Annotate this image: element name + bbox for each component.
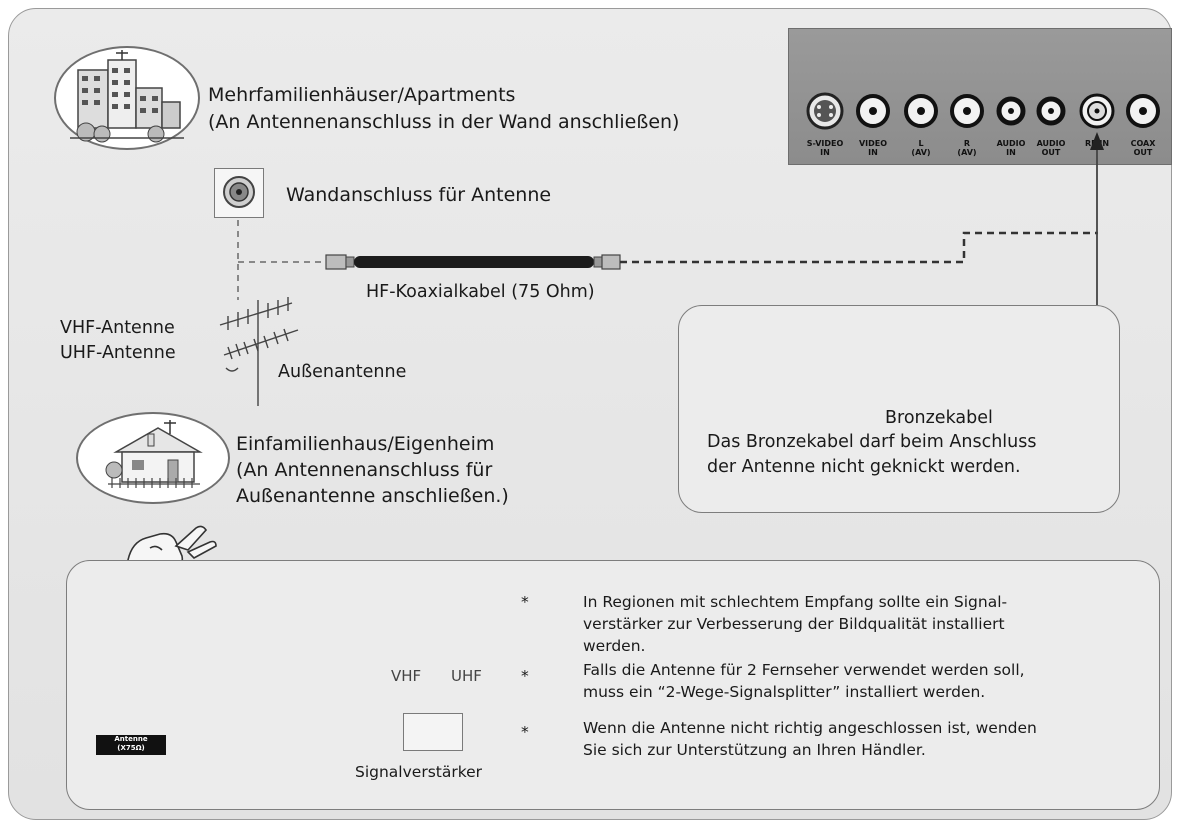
- coax-cable: [325, 254, 621, 270]
- uhf-label: UHF: [451, 667, 482, 685]
- house-icon: [105, 420, 203, 488]
- house-illustration: [76, 412, 230, 504]
- note-3-line1: Wenn die Antenne nicht richtig angeschlo…: [583, 719, 1037, 737]
- note-3-line2: Sie sich zur Unterstützung an Ihren Händ…: [583, 741, 926, 759]
- apartment-illustration: [54, 46, 200, 150]
- jack-label: S-VIDEO IN: [806, 139, 844, 157]
- antenna-tag-line1: Antenne: [114, 735, 148, 743]
- house-note-line2: Außenantenne anschließen.): [236, 485, 509, 507]
- jack-label: L (AV): [911, 139, 931, 157]
- apartment-title: Mehrfamilienhäuser/Apartments: [208, 84, 516, 106]
- note-bullet: *: [521, 723, 529, 741]
- note-1-line2: verstärker zur Verbesserung der Bildqual…: [583, 615, 1005, 633]
- note-bullet: *: [521, 667, 529, 685]
- audio-jack-icon: [996, 96, 1026, 126]
- note-2-line1: Falls die Antenne für 2 Fernseher verwen…: [583, 661, 1025, 679]
- outdoor-antenna-icon: [219, 297, 299, 406]
- s-video-jack-icon: [806, 92, 844, 130]
- tv-back-panel: S-VIDEO IN VIDEO IN L (AV) R (AV): [788, 28, 1172, 165]
- antenna-tag: Antenne (X75Ω): [96, 735, 166, 755]
- jack-label: VIDEO IN: [858, 139, 888, 157]
- wall-outlet: [214, 168, 264, 218]
- note-1-line1: In Regionen mit schlechtem Empfang sollt…: [583, 593, 1008, 611]
- rca-jack-icon: [950, 94, 984, 128]
- jack-label: COAX OUT: [1130, 139, 1156, 157]
- jack-label: AUDIO IN: [996, 139, 1026, 157]
- apartment-building-icon: [70, 50, 184, 143]
- bronze-cable-note-line2: der Antenne nicht geknickt werden.: [707, 457, 1021, 477]
- vhf-antenna-label: VHF-Antenne: [60, 318, 175, 338]
- rf-jack-icon: [1079, 93, 1115, 129]
- jack-label: RF IN: [1084, 139, 1110, 148]
- vhf-label: VHF: [391, 667, 422, 685]
- apartment-note: (An Antennenanschluss in der Wand anschl…: [208, 111, 680, 133]
- coax-cable-label: HF-Koaxialkabel (75 Ohm): [366, 282, 595, 302]
- jack-audio-in: AUDIO IN: [983, 91, 1039, 157]
- antenna-tag-line2: (X75Ω): [117, 744, 145, 752]
- uhf-antenna-label: UHF-Antenne: [60, 343, 176, 363]
- tips-box: VHF UHF Signalverstärker * In Regionen m…: [66, 560, 1160, 810]
- bronze-cable-box: Bronzekabel Das Bronzekabel darf beim An…: [678, 305, 1120, 513]
- rca-jack-icon: [904, 94, 938, 128]
- bronze-cable-note-line1: Das Bronzekabel darf beim Anschluss: [707, 432, 1037, 452]
- cable-to-tv-dashed-line: [620, 231, 1098, 264]
- audio-jack-icon: [1036, 96, 1066, 126]
- house-title: Einfamilienhaus/Eigenheim: [236, 433, 495, 455]
- jack-audio-out: AUDIO OUT: [1023, 91, 1079, 157]
- rca-jack-icon: [856, 94, 890, 128]
- jack-s-video: S-VIDEO IN: [797, 91, 853, 157]
- jack-rf-in: RF IN: [1069, 91, 1125, 148]
- note-2-line2: muss ein “2-Wege-Signalsplitter” install…: [583, 683, 986, 701]
- signal-amplifier-label: Signalverstärker: [355, 763, 483, 781]
- jack-label: R (AV): [957, 139, 977, 157]
- note-1-line3: werden.: [583, 637, 646, 655]
- signal-amplifier-box: [403, 713, 463, 751]
- rca-jack-icon: [1126, 94, 1160, 128]
- jack-label: AUDIO OUT: [1036, 139, 1066, 157]
- rf-in-arrow-icon: [1090, 132, 1104, 150]
- house-note-line1: (An Antennenanschluss für: [236, 459, 493, 481]
- jack-video-in: VIDEO IN: [845, 91, 901, 157]
- wall-outlet-label: Wandanschluss für Antenne: [286, 184, 552, 206]
- wall-socket-icon: [223, 176, 255, 208]
- jack-coax-out: COAX OUT: [1115, 91, 1171, 157]
- outdoor-antenna-label: Außenantenne: [278, 362, 407, 382]
- jack-l-av: L (AV): [893, 91, 949, 157]
- jack-r-av: R (AV): [939, 91, 995, 157]
- note-bullet: *: [521, 593, 529, 611]
- bronze-cable-title: Bronzekabel: [885, 408, 993, 428]
